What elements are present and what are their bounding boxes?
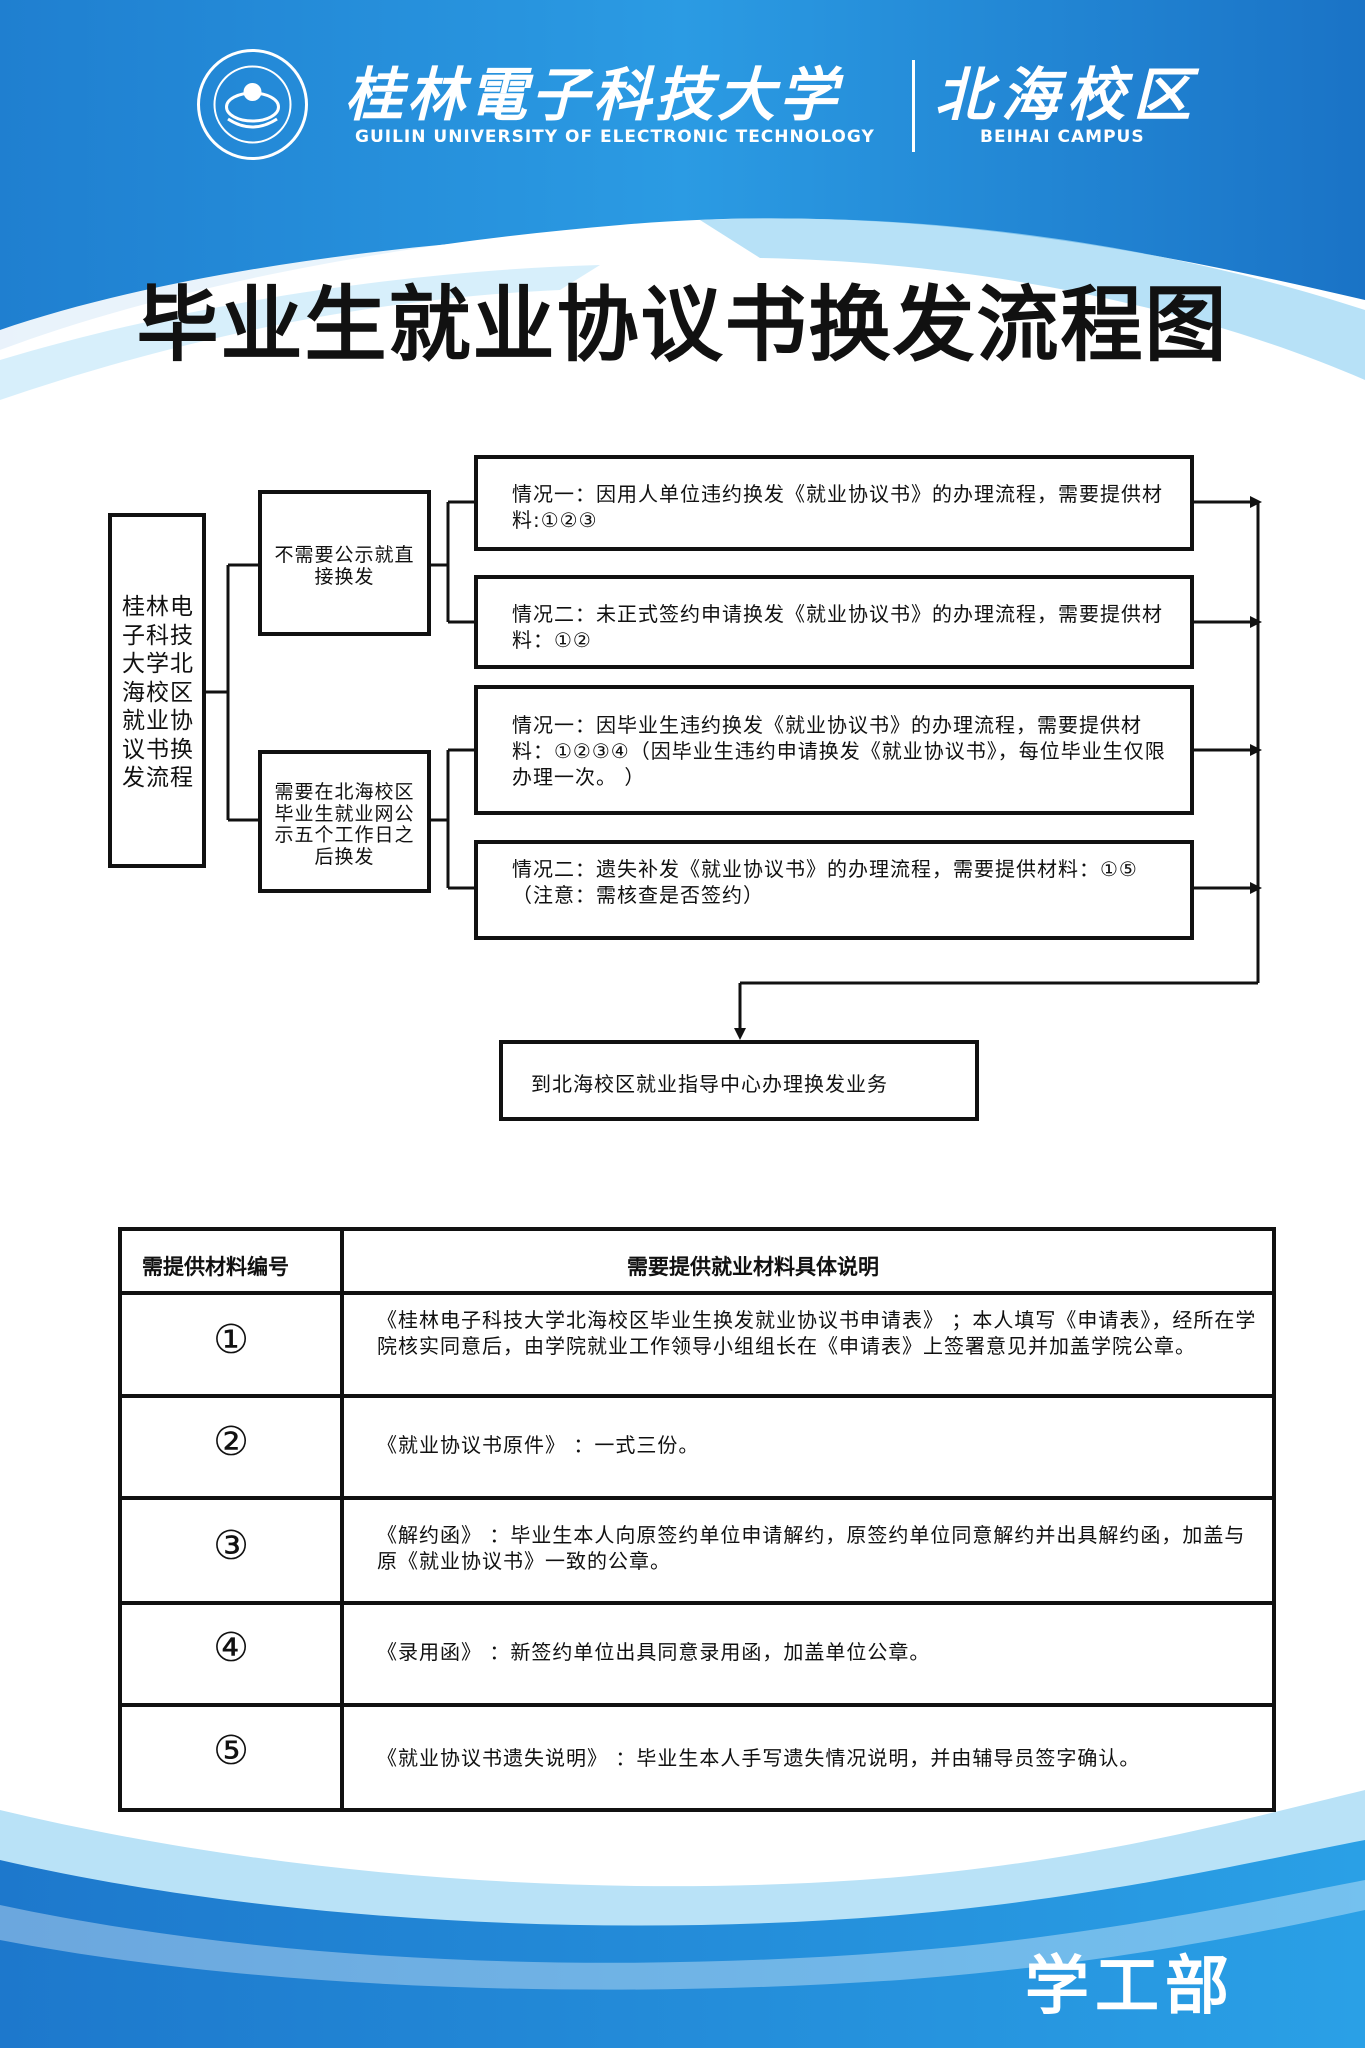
page-title: 毕业生就业协议书换发流程图 [136, 278, 1229, 373]
case-2a-text: 情况一：因毕业生违约换发《就业协议书》的办理流程，需要提供材料：①②③④（因毕业… [512, 713, 1166, 789]
university-name-cn: 桂林電子科技大学 [345, 61, 842, 129]
material-number: ② [213, 1419, 249, 1465]
material-description: 《就业协议书遗失说明》 ：毕业生本人手写遗失情况说明，并由辅导员签字确认。 [377, 1746, 1141, 1770]
table-column-divider [340, 1231, 344, 1808]
case-2b-text: 情况二：遗失补发《就业协议书》的办理流程，需要提供材料：①⑤ [512, 857, 1138, 881]
case-1a-box: 情况一：因用人单位违约换发《就业协议书》的办理流程，需要提供材料:①②③ [474, 455, 1194, 551]
university-name-en: GUILIN UNIVERSITY OF ELECTRONIC TECHNOLO… [355, 127, 875, 147]
materials-table: 需提供材料编号 需要提供就业材料具体说明 ① 《桂林电子科技大学北海校区毕业生换… [118, 1227, 1276, 1812]
case-2b-note: （注意：需核查是否签约） [512, 883, 764, 907]
material-description: 《录用函》 ：新签约单位出具同意录用函，加盖单位公章。 [377, 1640, 931, 1664]
table-row-divider [122, 1291, 1272, 1295]
material-number: ⑤ [213, 1728, 249, 1774]
case-1b-text: 情况二：未正式签约申请换发《就业协议书》的办理流程，需要提供材料：①② [512, 602, 1163, 652]
branch-no-notice-text: 不需要公示就直接换发 [274, 544, 415, 588]
branch-no-notice-box: 不需要公示就直接换发 [258, 490, 431, 636]
table-row-divider [122, 1601, 1272, 1605]
header-divider [912, 60, 915, 152]
material-number: ③ [213, 1523, 249, 1569]
material-description: 《桂林电子科技大学北海校区毕业生换发就业协议书申请表》 ；本人填写《申请表》，经… [377, 1308, 1257, 1358]
table-header-num: 需提供材料编号 [142, 1255, 289, 1279]
table-row-divider [122, 1496, 1272, 1500]
campus-name-en: BEIHAI CAMPUS [980, 127, 1145, 147]
material-description: 《解约函》 ：毕业生本人向原签约单位申请解约，原签约单位同意解约并出具解约函，加… [377, 1523, 1246, 1573]
case-1b-box: 情况二：未正式签约申请换发《就业协议书》的办理流程，需要提供材料：①② [474, 575, 1194, 669]
case-1a-text: 情况一：因用人单位违约换发《就业协议书》的办理流程，需要提供材料:①②③ [512, 482, 1163, 532]
material-number: ④ [213, 1625, 249, 1671]
case-2a-box: 情况一：因毕业生违约换发《就业协议书》的办理流程，需要提供材料：①②③④（因毕业… [474, 685, 1194, 815]
table-header-desc: 需要提供就业材料具体说明 [627, 1255, 879, 1279]
material-number: ① [213, 1317, 249, 1363]
case-2b-box: 情况二：遗失补发《就业协议书》的办理流程，需要提供材料：①⑤ （注意：需核查是否… [474, 840, 1194, 940]
table-row-divider [122, 1703, 1272, 1707]
university-seal-icon [197, 49, 308, 160]
final-step-box: 到北海校区就业指导中心办理换发业务 [499, 1040, 979, 1121]
table-row-divider [122, 1394, 1272, 1398]
branch-notice-text: 需要在北海校区毕业生就业网公示五个工作日之后换发 [274, 781, 415, 868]
branch-notice-box: 需要在北海校区毕业生就业网公示五个工作日之后换发 [258, 750, 431, 893]
department-label: 学工部 [1025, 1950, 1235, 2024]
campus-name-cn: 北海校区 [935, 61, 1200, 129]
flow-root-text: 桂林电子科技大学北海校区就业协议书换发流程 [122, 594, 194, 791]
final-step-text: 到北海校区就业指导中心办理换发业务 [531, 1072, 888, 1096]
material-description: 《就业协议书原件》 ：一式三份。 [377, 1433, 700, 1457]
flow-root-box: 桂林电子科技大学北海校区就业协议书换发流程 [108, 513, 206, 868]
